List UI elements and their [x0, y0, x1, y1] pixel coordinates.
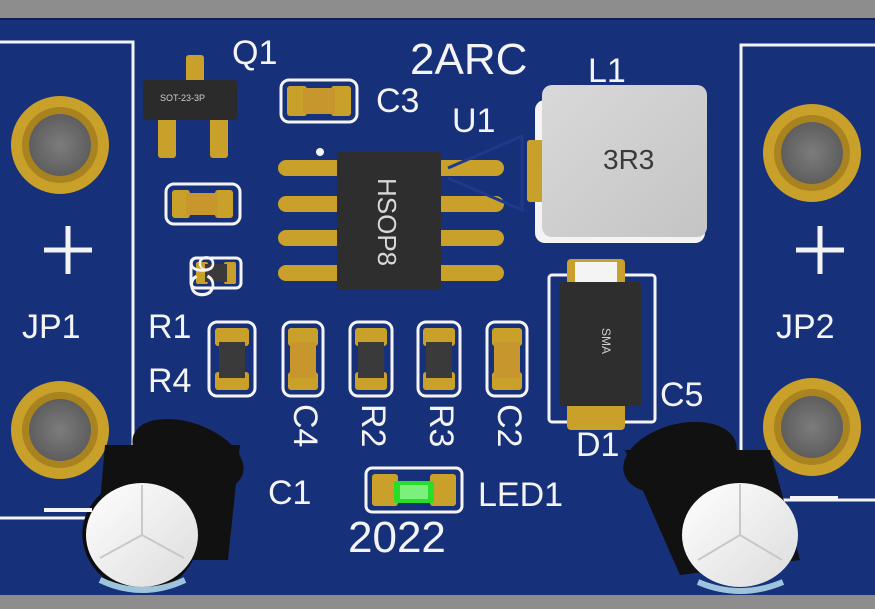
- jp1-pad-bottom[interactable]: [11, 381, 109, 479]
- board-title: 2ARC: [410, 35, 528, 84]
- q1-ref: Q1: [232, 34, 278, 72]
- u1-ic-body[interactable]: [337, 152, 441, 290]
- u1-package-label: HSOP8: [372, 178, 402, 267]
- c3-ref: C3: [376, 82, 420, 120]
- r3-resistor[interactable]: [416, 320, 462, 398]
- l1-ref: L1: [588, 52, 626, 90]
- jp1-outline: [0, 40, 135, 520]
- q1-package-label: SOT-23-3P: [160, 93, 206, 103]
- r2-ref: R2: [354, 404, 392, 448]
- jp2-pad-top[interactable]: [763, 104, 861, 202]
- c5-ref: C5: [660, 376, 704, 414]
- jp2-pad-bottom[interactable]: [763, 378, 861, 476]
- d1-ref: D1: [576, 426, 620, 464]
- led1-ref: LED1: [478, 476, 564, 514]
- jp1-plus-mark: [44, 226, 92, 274]
- r1-resistor[interactable]: [189, 256, 243, 290]
- jp2-plus-mark: [796, 226, 844, 274]
- c6-ref: C6: [184, 254, 222, 298]
- jp2-ref: JP2: [776, 308, 835, 346]
- l1-inductor[interactable]: [527, 85, 707, 243]
- u1-pin1-dot: [316, 148, 324, 156]
- c1-ref: C1: [268, 474, 312, 512]
- r3-ref: R3: [422, 404, 460, 448]
- u1-pins-right: [434, 160, 504, 281]
- c1-electrolytic-capacitor[interactable]: [67, 405, 254, 607]
- c2-ref: C2: [490, 404, 528, 448]
- c2-capacitor[interactable]: [485, 320, 529, 398]
- c4-ref: C4: [286, 404, 324, 448]
- d1-diode[interactable]: [547, 259, 657, 430]
- u1-ref: U1: [452, 102, 496, 140]
- r4-resistor[interactable]: [207, 320, 257, 398]
- q1-transistor[interactable]: [143, 55, 237, 158]
- trace: [447, 133, 524, 213]
- r1-ref: R1: [148, 308, 192, 346]
- l1-marking: 3R3: [603, 144, 655, 175]
- r4-ref: R4: [148, 362, 192, 400]
- board-year: 2022: [348, 513, 446, 562]
- led1-led[interactable]: [364, 466, 464, 514]
- c3-capacitor[interactable]: [279, 78, 359, 124]
- c5-electrolytic-capacitor[interactable]: [615, 410, 800, 594]
- jp1-ref: JP1: [22, 308, 81, 346]
- c6-capacitor[interactable]: [164, 182, 242, 226]
- d1-package-label: SMA: [599, 328, 613, 355]
- jp1-pad-top[interactable]: [11, 96, 109, 194]
- c4-capacitor[interactable]: [281, 320, 325, 398]
- r2-resistor[interactable]: [348, 320, 394, 398]
- u1-pins-left: [278, 160, 348, 281]
